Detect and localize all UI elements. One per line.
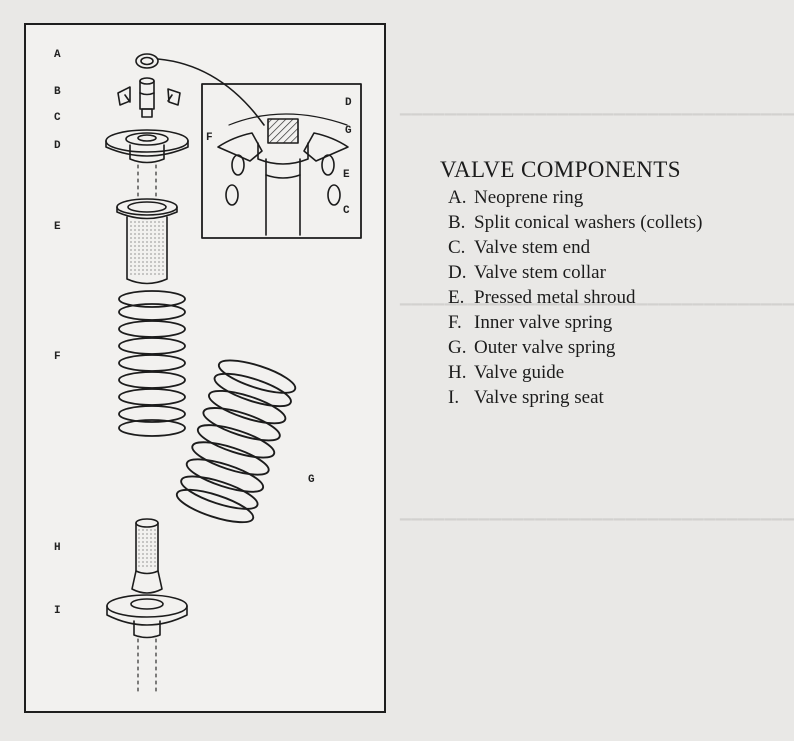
inner-valve-spring bbox=[118, 290, 186, 437]
legend-key: A. bbox=[448, 187, 467, 208]
legend-item: E. Pressed metal shroud bbox=[448, 285, 702, 310]
legend-title: VALVE COMPONENTS bbox=[440, 157, 681, 182]
legend-text: Split conical washers (collets) bbox=[474, 212, 703, 233]
diagram-panel: A B C D E F G H I D F G E C bbox=[24, 23, 386, 713]
bleed-through-texture: ▁▁▁▁▁▁▁▁▁▁▁▁▁▁▁▁▁▁▁▁▁▁▁▁▁▁▁▁▁▁▁▁▁▁▁▁ bbox=[400, 101, 794, 116]
valve-stem-collar bbox=[105, 129, 189, 164]
legend-key: H. bbox=[448, 362, 467, 383]
label-a: A bbox=[54, 49, 61, 61]
legend-text: Valve spring seat bbox=[474, 387, 604, 408]
legend-key: B. bbox=[448, 212, 466, 233]
legend-item: G. Outer valve spring bbox=[448, 335, 702, 360]
legend-key: I. bbox=[448, 387, 460, 408]
legend-key: E. bbox=[448, 287, 465, 308]
inset-label-c: C bbox=[343, 205, 350, 217]
center-lines bbox=[137, 164, 157, 694]
legend-text: Valve stem end bbox=[474, 237, 591, 258]
legend-item: H. Valve guide bbox=[448, 360, 702, 385]
legend-text: Neoprene ring bbox=[474, 187, 584, 208]
label-b: B bbox=[54, 86, 61, 98]
outer-valve-spring bbox=[175, 359, 297, 524]
inset-label-d: D bbox=[345, 97, 352, 109]
legend-text: Inner valve spring bbox=[474, 312, 613, 333]
legend-text: Valve guide bbox=[474, 362, 565, 383]
label-h: H bbox=[54, 542, 61, 554]
label-g: G bbox=[308, 474, 315, 486]
inset-label-e: E bbox=[343, 169, 350, 181]
label-f: F bbox=[54, 351, 61, 363]
valve-spring-seat bbox=[106, 594, 188, 639]
legend-item: C. Valve stem end bbox=[448, 235, 702, 260]
inset-detail bbox=[201, 83, 362, 239]
label-d: D bbox=[54, 140, 61, 152]
inset-label-f: F bbox=[206, 132, 213, 144]
valve-exploded-diagram bbox=[105, 53, 362, 694]
legend-text: Pressed metal shroud bbox=[474, 287, 636, 308]
legend-list: A. Neoprene ring B. Split conical washers … bbox=[440, 185, 702, 410]
label-c: C bbox=[54, 112, 61, 124]
split-collets bbox=[117, 86, 181, 106]
legend-key: G. bbox=[448, 337, 467, 358]
label-e: E bbox=[54, 221, 61, 233]
label-i: I bbox=[54, 605, 61, 617]
neoprene-ring bbox=[135, 53, 159, 69]
legend-text: Outer valve spring bbox=[474, 337, 616, 358]
legend-key: D. bbox=[448, 262, 467, 283]
pressed-metal-shroud bbox=[116, 198, 178, 285]
leader-line bbox=[157, 58, 265, 126]
legend-item: D. Valve stem collar bbox=[448, 260, 702, 285]
legend-key: F. bbox=[448, 312, 462, 333]
bleed-through-texture: ▁▁▁▁▁▁▁▁▁▁▁▁▁▁▁▁▁▁▁▁▁▁▁▁▁▁▁▁▁▁▁▁▁▁▁▁ bbox=[400, 506, 794, 521]
legend-item: B. Split conical washers (collets) bbox=[448, 210, 702, 235]
legend-item: I. Valve spring seat bbox=[448, 385, 702, 410]
legend-item: A. Neoprene ring bbox=[448, 185, 702, 210]
components-legend: VALVE COMPONENTS A. Neoprene ring B. Split… bbox=[440, 157, 702, 410]
valve-stem-end bbox=[139, 77, 155, 118]
inset-label-g: G bbox=[345, 125, 352, 137]
valve-guide bbox=[131, 518, 163, 594]
legend-key: C. bbox=[448, 237, 466, 258]
legend-text: Valve stem collar bbox=[474, 262, 606, 283]
legend-item: F. Inner valve spring bbox=[448, 310, 702, 335]
